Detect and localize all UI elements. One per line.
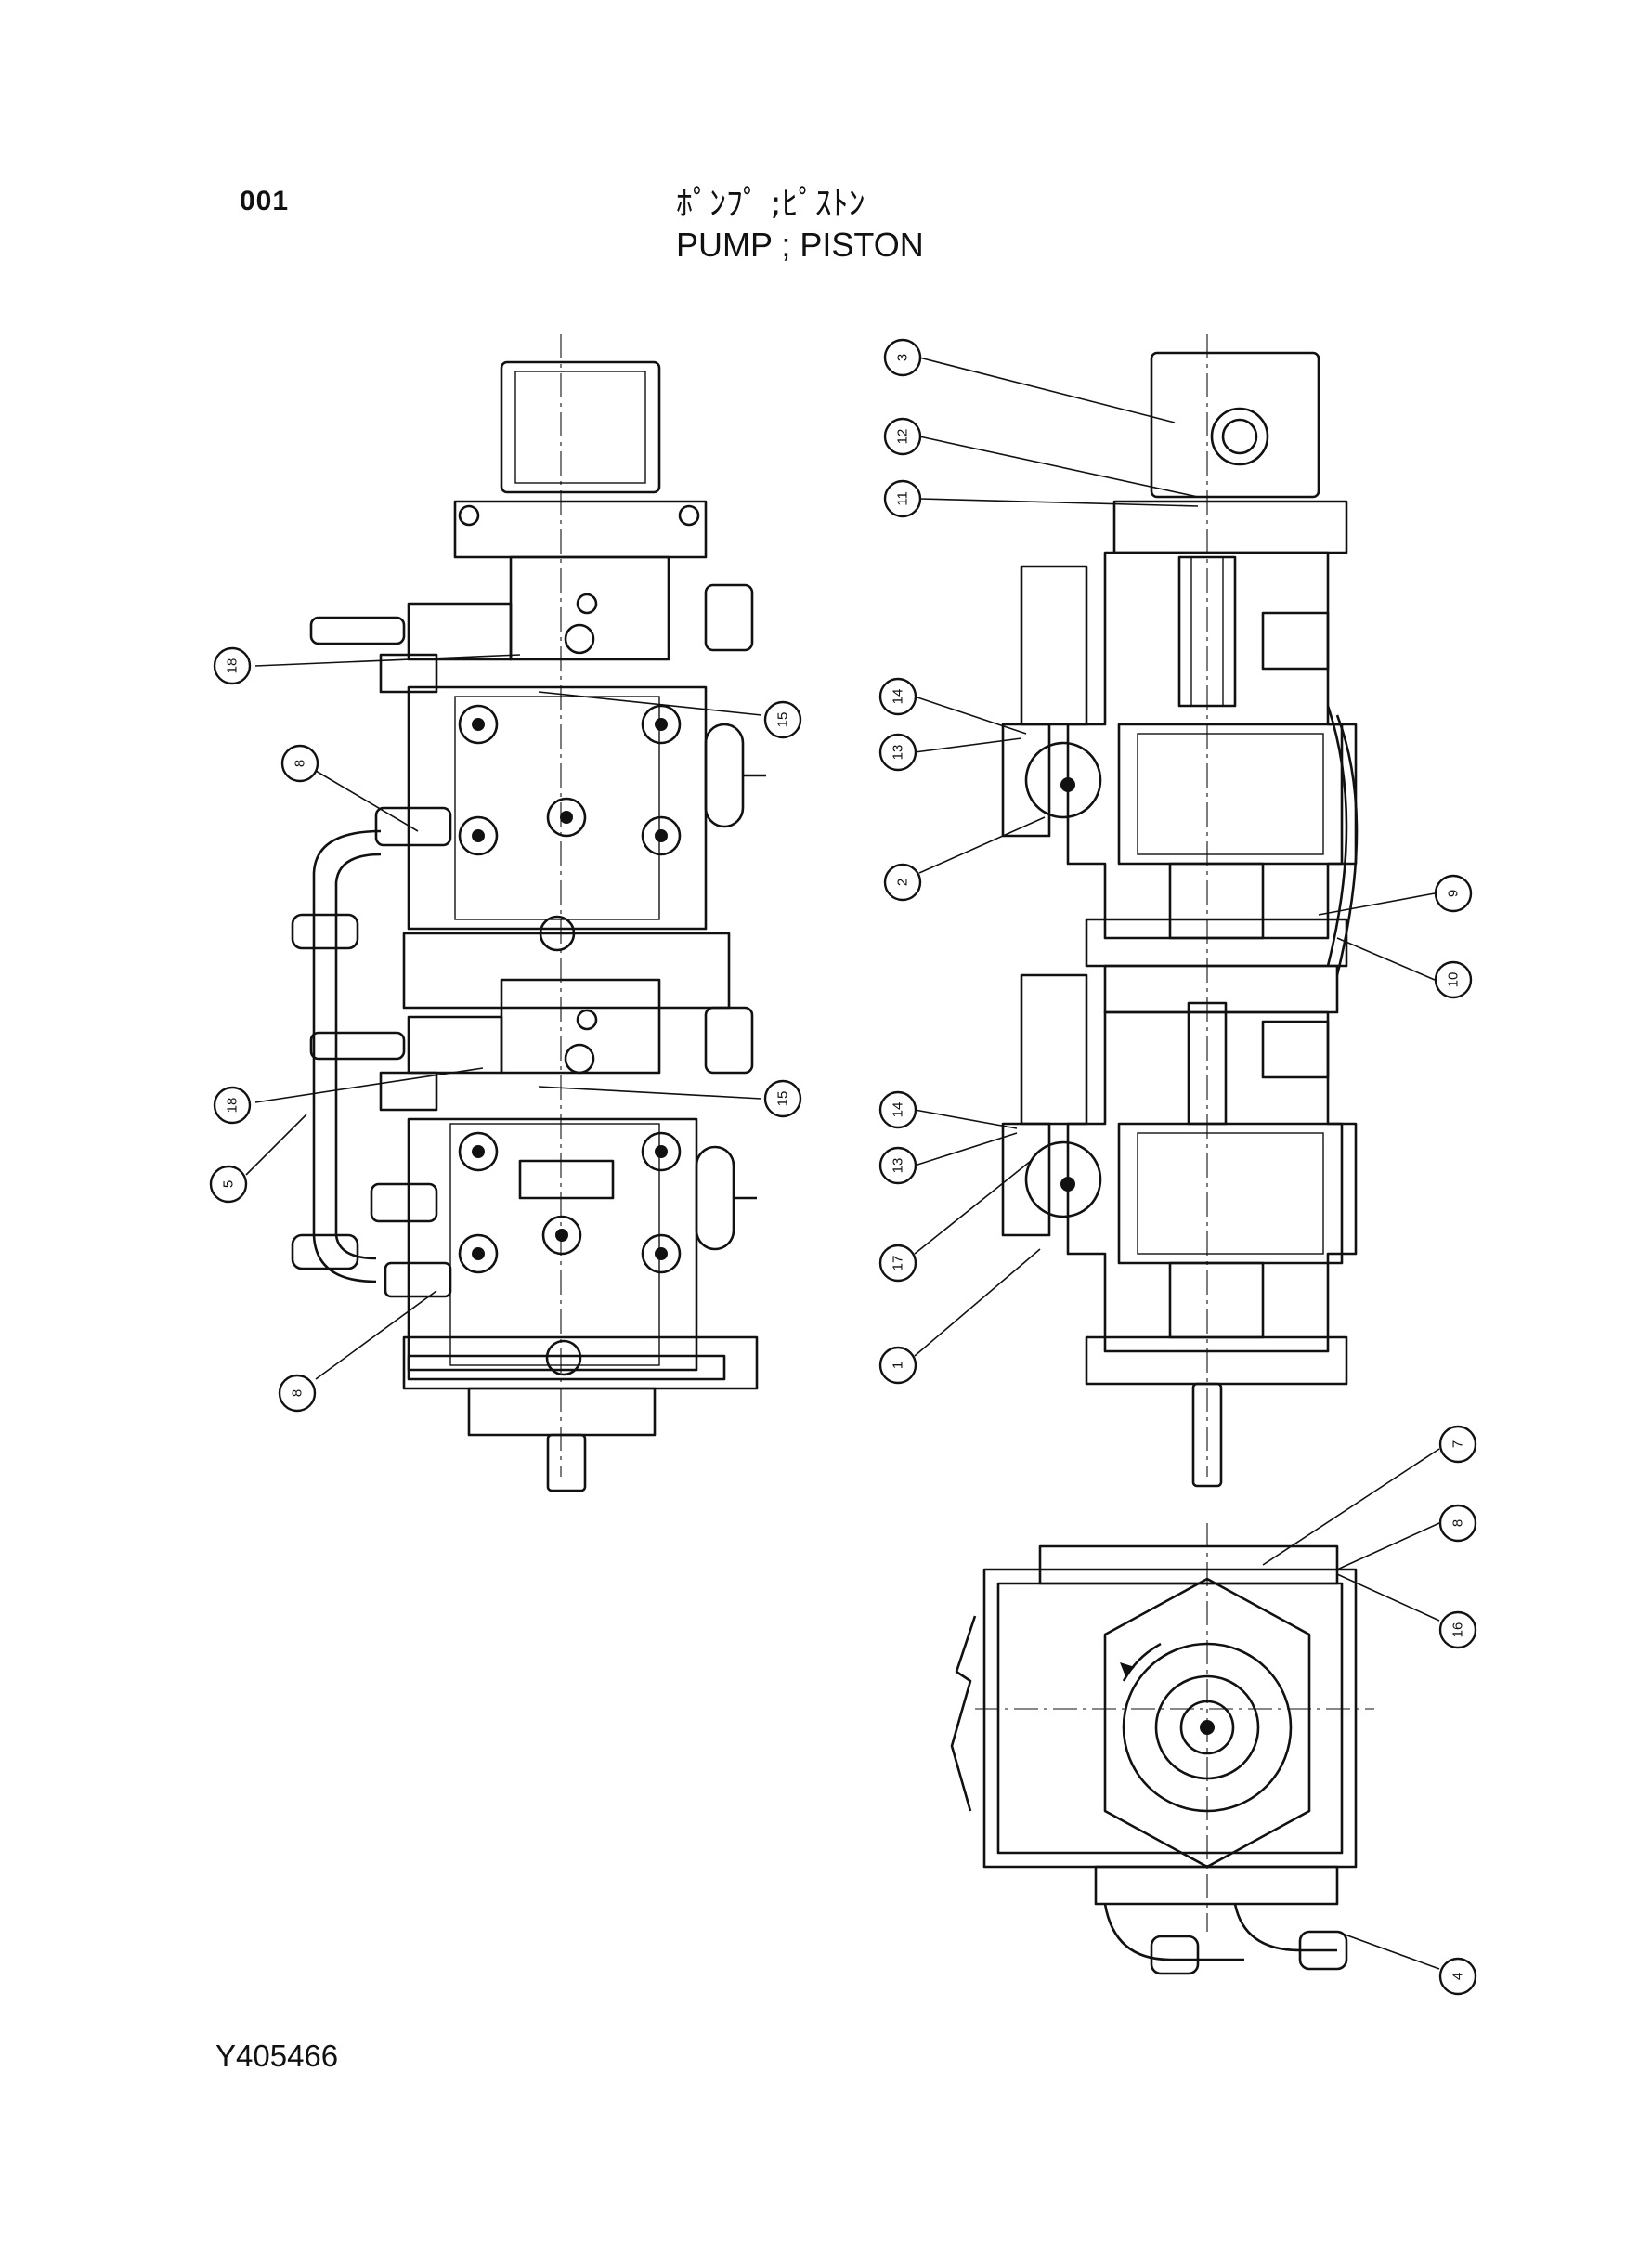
end-view-drawing bbox=[950, 1523, 1374, 1975]
callout-front-8-upper: 8 bbox=[280, 744, 319, 783]
callout-front-18-upper: 18 bbox=[213, 646, 252, 685]
callout-section-17: 17 bbox=[878, 1244, 917, 1283]
callout-front-18-lower: 18 bbox=[213, 1086, 252, 1125]
svg-text:15: 15 bbox=[775, 1091, 791, 1107]
svg-text:13: 13 bbox=[891, 745, 906, 761]
callout-front-15-upper: 15 bbox=[763, 700, 802, 739]
callout-section-3: 3 bbox=[883, 338, 922, 377]
callout-section-14-upper: 14 bbox=[878, 677, 917, 716]
svg-text:9: 9 bbox=[1446, 890, 1462, 897]
svg-text:8: 8 bbox=[293, 760, 308, 767]
callout-section-14-lower: 14 bbox=[878, 1090, 917, 1129]
svg-text:15: 15 bbox=[775, 712, 791, 728]
callout-section-1: 1 bbox=[878, 1346, 917, 1385]
svg-text:14: 14 bbox=[891, 1102, 906, 1118]
svg-text:1: 1 bbox=[891, 1362, 906, 1369]
callout-end-16: 16 bbox=[1438, 1610, 1477, 1649]
callout-section-13-lower: 13 bbox=[878, 1146, 917, 1185]
page-title-english: PUMP ; PISTON bbox=[676, 226, 924, 264]
svg-text:14: 14 bbox=[891, 689, 906, 705]
callout-section-9: 9 bbox=[1434, 874, 1473, 913]
svg-text:4: 4 bbox=[1450, 1973, 1466, 1980]
leader-lines bbox=[245, 357, 1440, 1970]
svg-text:17: 17 bbox=[891, 1256, 906, 1271]
callout-section-10: 10 bbox=[1434, 960, 1473, 999]
svg-text:8: 8 bbox=[1450, 1519, 1466, 1527]
callout-section-13-upper: 13 bbox=[878, 733, 917, 772]
svg-text:7: 7 bbox=[1450, 1440, 1466, 1448]
svg-text:8: 8 bbox=[290, 1389, 306, 1397]
svg-text:3: 3 bbox=[895, 354, 911, 361]
callout-front-15-lower: 15 bbox=[763, 1079, 802, 1118]
callout-section-2: 2 bbox=[883, 863, 922, 902]
callout-section-11: 11 bbox=[883, 479, 922, 518]
section-view-drawing bbox=[1001, 334, 1359, 1488]
front-view-drawing bbox=[291, 334, 766, 1492]
callout-front-8-lower: 8 bbox=[278, 1374, 317, 1413]
drawing-number: Y405466 bbox=[215, 2039, 339, 2073]
callout-end-7: 7 bbox=[1438, 1425, 1477, 1464]
callout-section-12: 12 bbox=[883, 417, 922, 456]
svg-text:10: 10 bbox=[1446, 972, 1462, 988]
callout-end-4: 4 bbox=[1438, 1957, 1477, 1996]
callout-front-5: 5 bbox=[209, 1165, 248, 1204]
svg-text:18: 18 bbox=[225, 1098, 241, 1114]
svg-text:18: 18 bbox=[225, 658, 241, 674]
svg-text:16: 16 bbox=[1450, 1622, 1466, 1638]
svg-text:12: 12 bbox=[895, 429, 911, 445]
callout-end-8: 8 bbox=[1438, 1504, 1477, 1543]
svg-text:2: 2 bbox=[895, 879, 911, 886]
svg-text:13: 13 bbox=[891, 1158, 906, 1174]
svg-text:11: 11 bbox=[895, 491, 911, 506]
svg-text:5: 5 bbox=[221, 1180, 237, 1188]
page-title-japanese: ﾎﾟﾝﾌﾟ ;ﾋﾟｽﾄﾝ bbox=[676, 185, 865, 223]
page-number: 001 bbox=[240, 186, 290, 216]
